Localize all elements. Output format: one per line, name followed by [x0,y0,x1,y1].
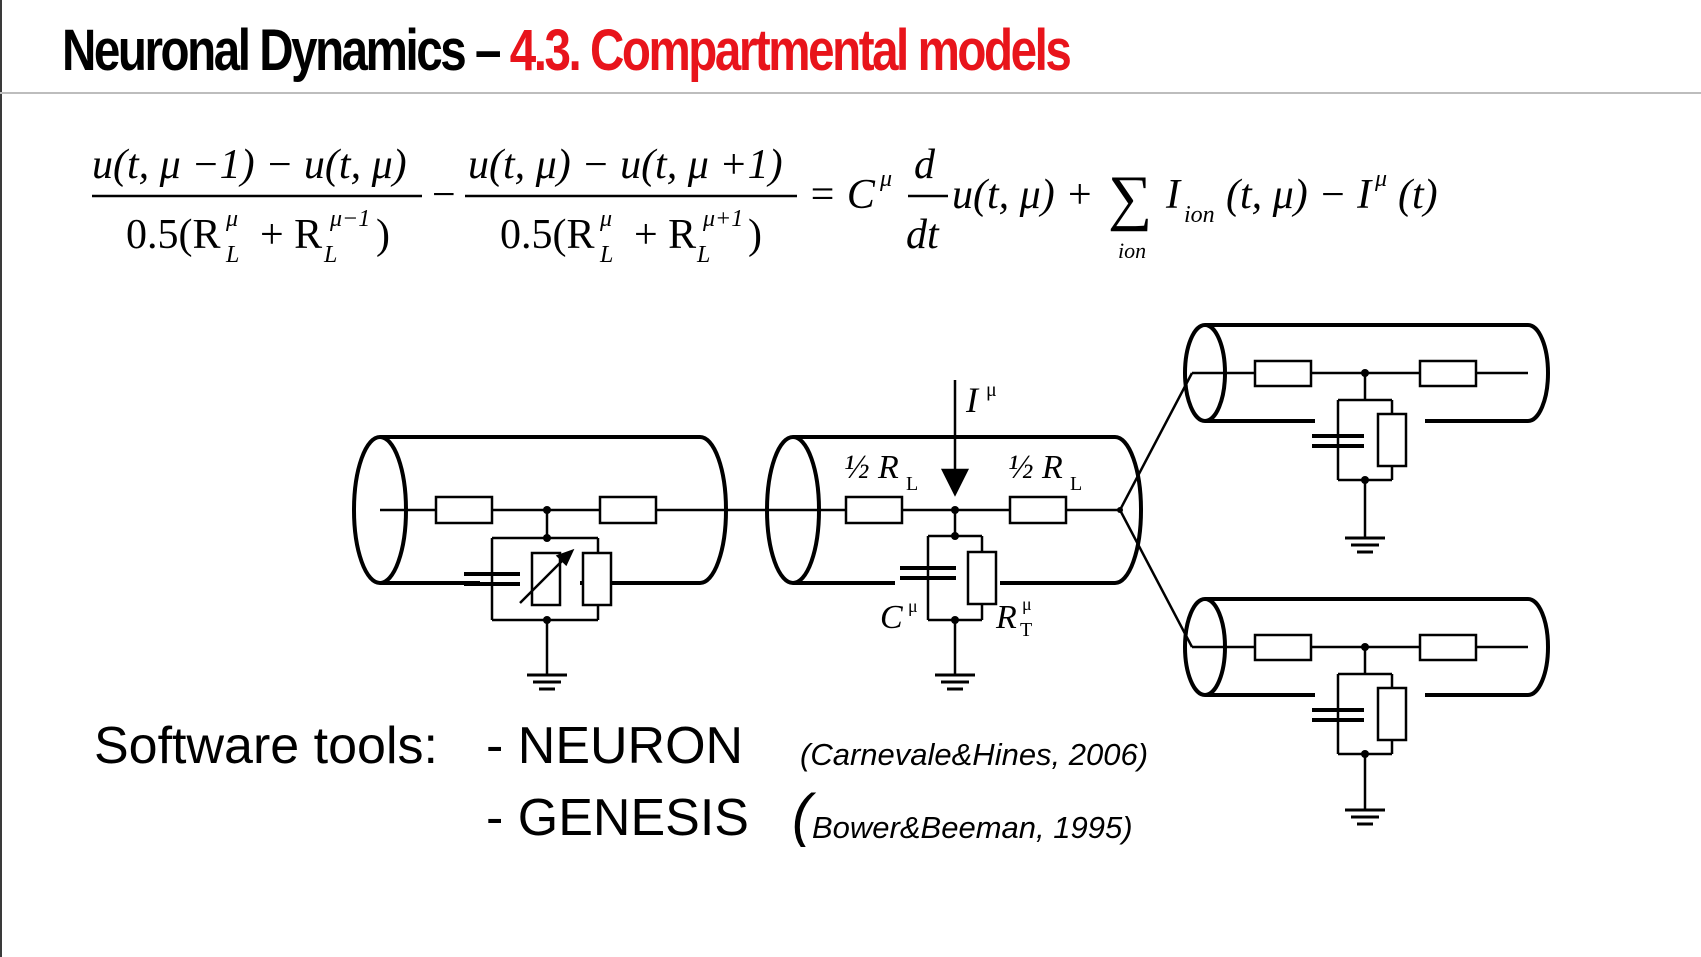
eq-minus: − [432,172,456,218]
rt-label-sub: T [1020,619,1032,641]
eq-I-ion: I [1165,172,1182,218]
circuit [380,359,1528,826]
branch-wire-down [1118,509,1194,648]
eq-den2-sup2: μ+1 [702,206,743,232]
software-item-genesis: - GENESIS [486,789,749,847]
junction-dot [543,616,551,624]
current-arrow-head [940,468,970,497]
junction-dot [951,616,959,624]
junction-dot [543,506,551,514]
eq-numerator-1: u(t, μ −1) − u(t, μ) [92,142,407,188]
cable-equation: u(t, μ −1) − u(t, μ) 0.5(R μ L + R μ−1 L… [92,142,1438,268]
eq-rhs-2: (t, μ) − I [1226,172,1373,218]
junction-dot [1361,476,1369,484]
compartment-lower-right [1183,597,1550,697]
eq-den1-sup2: μ−1 [329,206,370,232]
eq-den1-sub: L [225,242,239,268]
eq-I-sup: μ [1374,166,1387,192]
eq-den1-main: 0.5(R [126,212,221,258]
resistor-ur-1 [1253,359,1313,388]
current-label-sup: μ [986,379,997,401]
resistor-left-1 [434,495,494,525]
eq-den2-sub2: L [696,242,710,268]
cap-label-sup: μ [908,596,918,616]
eq-rhs-3: (t) [1398,172,1438,218]
resistor-ur-leak [1376,412,1408,468]
eq-I-ion-sub: ion [1184,202,1215,228]
eq-den2-main: 0.5(R [500,212,595,258]
title-rule [0,92,1701,94]
junction-dots [543,369,1369,758]
eq-den1-sup: μ [225,206,238,232]
resistor-half-rl-left [844,495,904,525]
resistor-left-leak [581,551,613,607]
junction-dot [543,534,551,542]
eq-dt: dt [906,212,940,258]
half-rl-right-sub: L [1070,473,1082,495]
eq-den1-sub2: L [323,242,337,268]
half-rl-left-sub: L [906,473,918,495]
eq-sum-sub: ion [1118,238,1146,263]
eq-rhs-u: u(t, μ) + [952,172,1094,218]
software-item-genesis-paren: ( [792,783,812,848]
eq-den1-close: ) [376,212,390,258]
cylinder-ur-right-end [1527,323,1550,423]
resistor-lr-2 [1418,633,1478,662]
resistor-membrane [966,550,998,606]
junction-dot [951,532,959,540]
junction-dot [1117,507,1123,513]
variable-resistor [530,551,562,607]
eq-d: d [914,142,936,188]
slide-title: Neuronal Dynamics – 4.3. Compartmental m… [62,14,1072,88]
eq-c-sup: μ [879,166,892,192]
eq-den2-sub: L [599,242,613,268]
junction-dot [1361,750,1369,758]
eq-den2-close: ) [748,212,762,258]
cylinder-lr-right-end [1527,597,1550,697]
eq-sum-sign: ∑ [1108,164,1152,232]
resistor-left-2 [598,495,658,525]
software-item-neuron: - NEURON [486,717,744,775]
software-item-neuron-citation: (Carnevale&Hines, 2006) [800,737,1149,772]
current-label: I [965,380,980,420]
arrow-head [555,548,575,567]
title-highlight: 4.3. Compartmental models [509,18,1072,83]
rt-label-sup: μ [1022,594,1032,614]
eq-den1-plus: + R [260,212,322,258]
eq-equals-c: = C [808,172,876,218]
junction-dot [1361,369,1369,377]
left-border [0,0,2,957]
software-item-genesis-citation: Bower&Beeman, 1995) [812,810,1133,845]
rt-label: R [995,599,1017,636]
resistor-lr-1 [1253,633,1313,662]
eq-numerator-2: u(t, μ) − u(t, μ +1) [468,142,783,188]
resistor-ur-2 [1418,359,1478,388]
title-prefix: Neuronal Dynamics – [62,18,510,83]
half-rl-right-label: ½ R [1008,449,1063,486]
eq-den2-sup: μ [599,206,612,232]
branch-wire-up [1118,372,1194,511]
software-label: Software tools: [94,717,438,775]
diagram-labels: I μ ½ R L ½ R L C μ R μ T [844,379,1082,641]
junction-dot [1361,643,1369,651]
resistor-half-rl-right [1008,495,1068,525]
junction-dot [951,506,959,514]
eq-den2-plus: + R [634,212,696,258]
half-rl-left-label: ½ R [844,449,899,486]
cylinder-middle-right-end [1114,435,1143,585]
resistor-lr-leak [1376,686,1408,742]
cap-label: C [880,599,903,636]
